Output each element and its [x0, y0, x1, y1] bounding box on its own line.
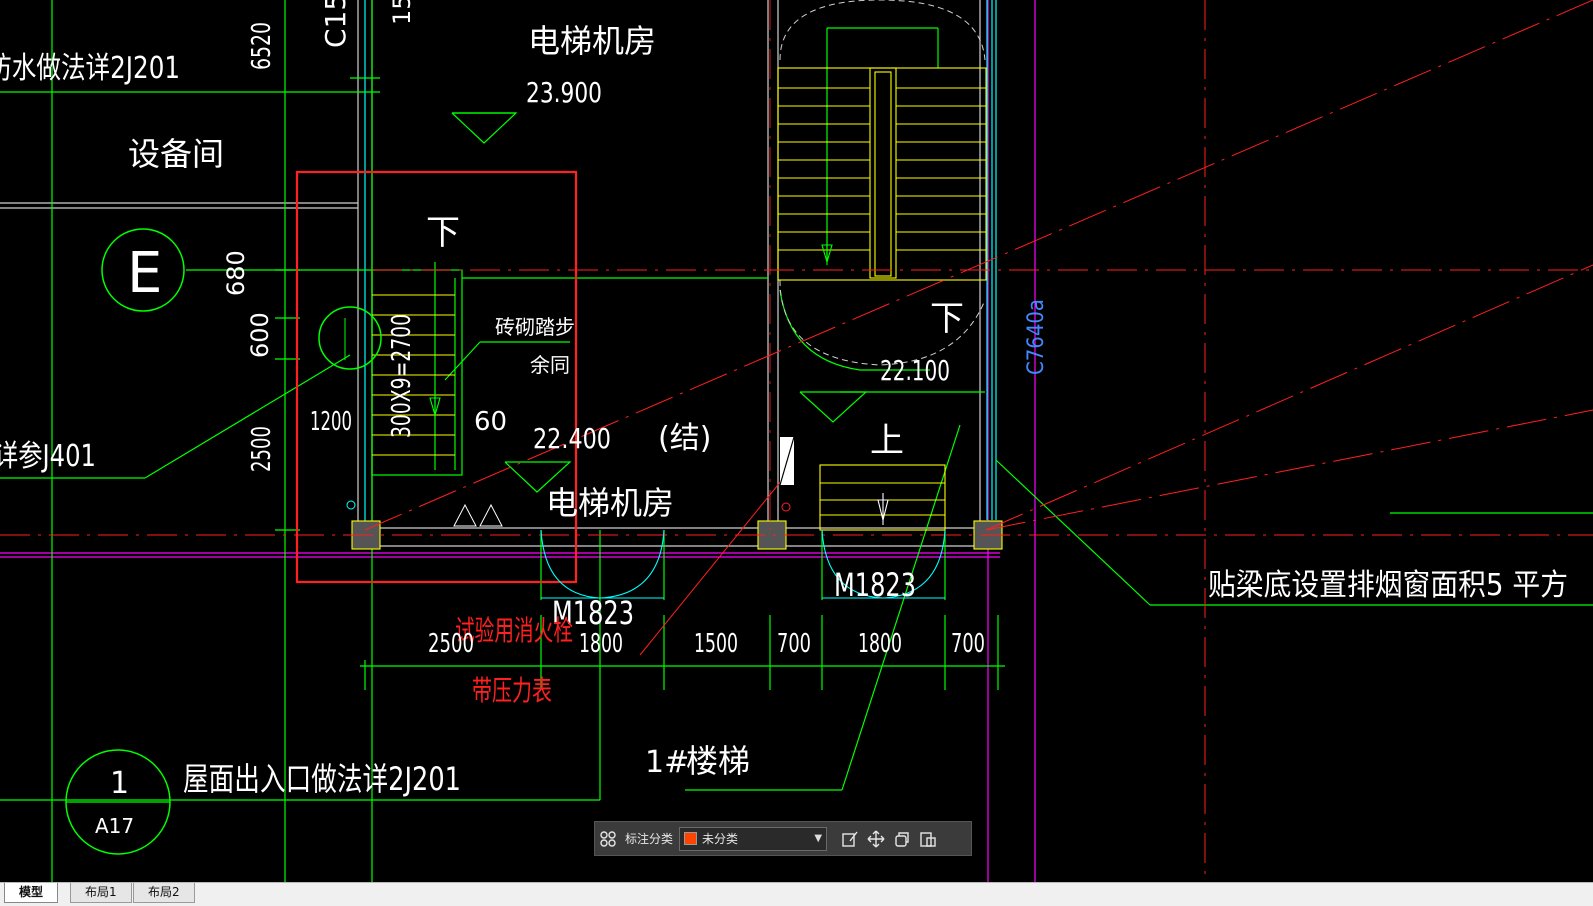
elevation-23900: 23.900: [526, 76, 602, 109]
category-select-value: 未分类: [702, 832, 739, 846]
category-grid-icon[interactable]: [595, 826, 621, 852]
dim-680: 680: [222, 250, 250, 296]
dim-1800-right: 1800: [858, 629, 902, 659]
dim-2500-vertical: 2500: [247, 426, 277, 472]
waterproof-note: 屋面防水做法详2J201: [0, 51, 180, 86]
tab-layout2[interactable]: 布局2: [133, 883, 195, 903]
dim-1800-left: 1800: [579, 629, 623, 659]
stair-number: 1#: [645, 745, 689, 780]
move-icon[interactable]: [863, 826, 889, 852]
c15-label: C15: [319, 0, 352, 48]
dim-150: 150: [388, 0, 416, 25]
category-label: 标注分类: [625, 832, 674, 846]
dim-6520: 6520: [247, 22, 277, 70]
rest-same-label: 余同: [530, 353, 570, 377]
detail-bubble: [318, 306, 382, 370]
hydrant-note-line2: 带压力表: [472, 674, 552, 707]
edit-icon[interactable]: [837, 826, 863, 852]
axis-e-label: E: [127, 241, 162, 306]
door-swings: [540, 529, 946, 599]
dim-2500: 2500: [428, 629, 474, 659]
stair-arrows: [429, 240, 889, 525]
elevator-room-label-top: 电梯机房: [528, 22, 656, 60]
elevation-22400: 22.400: [533, 422, 611, 455]
brick-steps-label: 砖砌踏步: [495, 315, 575, 339]
up-label-right: 上: [870, 421, 904, 461]
dim-1200: 1200: [310, 407, 352, 437]
category-color-swatch: [684, 832, 698, 845]
smoke-window-note: 贴梁底设置排烟窗面积5 平方: [1208, 568, 1568, 603]
dim-600: 600: [246, 312, 274, 358]
roof-exit-note: 屋面出入口做法详2J201: [183, 760, 461, 798]
cyan-window-lines: [364, 0, 997, 530]
chevron-down-icon: ▼: [814, 833, 823, 844]
layout-tab-bar: 模型 布局1 布局2: [0, 882, 1593, 906]
red-lines: [0, 0, 1593, 882]
dim-700-left: 700: [777, 629, 811, 659]
dim-60: 60: [474, 407, 507, 437]
elevation-22100: 22.100: [880, 354, 950, 387]
dim-700-right: 700: [951, 629, 985, 659]
paste-icon[interactable]: [915, 826, 941, 852]
axis-bubble-e: [101, 228, 185, 312]
detail-sheet: A17: [95, 814, 134, 838]
cad-drawing-canvas[interactable]: 电梯机房 23.900 设备间 屋面防水做法详2J201 6520 C15 15…: [0, 0, 1593, 882]
stair-dimension: 300X9=2700: [387, 314, 417, 438]
hydrant-note-line1: 试验用消火栓: [455, 614, 573, 647]
down-label-right: 下: [930, 299, 964, 339]
tab-model[interactable]: 模型: [4, 883, 59, 903]
copy-icon[interactable]: [889, 826, 915, 852]
small-marker-circle: [346, 500, 356, 510]
stair-label: 楼梯: [686, 742, 750, 780]
category-select[interactable]: 未分类 ▼: [679, 826, 828, 851]
window-c7640-label: C7640a: [1024, 299, 1049, 375]
structure-note: (结): [658, 421, 711, 456]
door-m1823-right: M1823: [834, 566, 916, 604]
down-label-left: 下: [426, 213, 460, 253]
annotation-toolbar: 标注分类 未分类 ▼: [594, 821, 972, 856]
magenta-lines: [0, 0, 1036, 882]
tab-layout1[interactable]: 布局1: [70, 883, 132, 903]
equipment-room-label: 设备间: [128, 135, 224, 173]
hatch-triangles: [453, 503, 503, 527]
green-lines: [0, 0, 1593, 882]
small-marker-circle-red: [781, 502, 791, 512]
detail-number: 1: [110, 766, 129, 801]
stair-outline-circle: [779, 0, 986, 366]
dim-1500: 1500: [694, 629, 738, 659]
elevator-room-label-bottom: 电梯机房: [546, 484, 674, 522]
door-m1823-left: M1823: [552, 594, 634, 632]
detail-reference-note: 详参J401: [0, 439, 96, 474]
